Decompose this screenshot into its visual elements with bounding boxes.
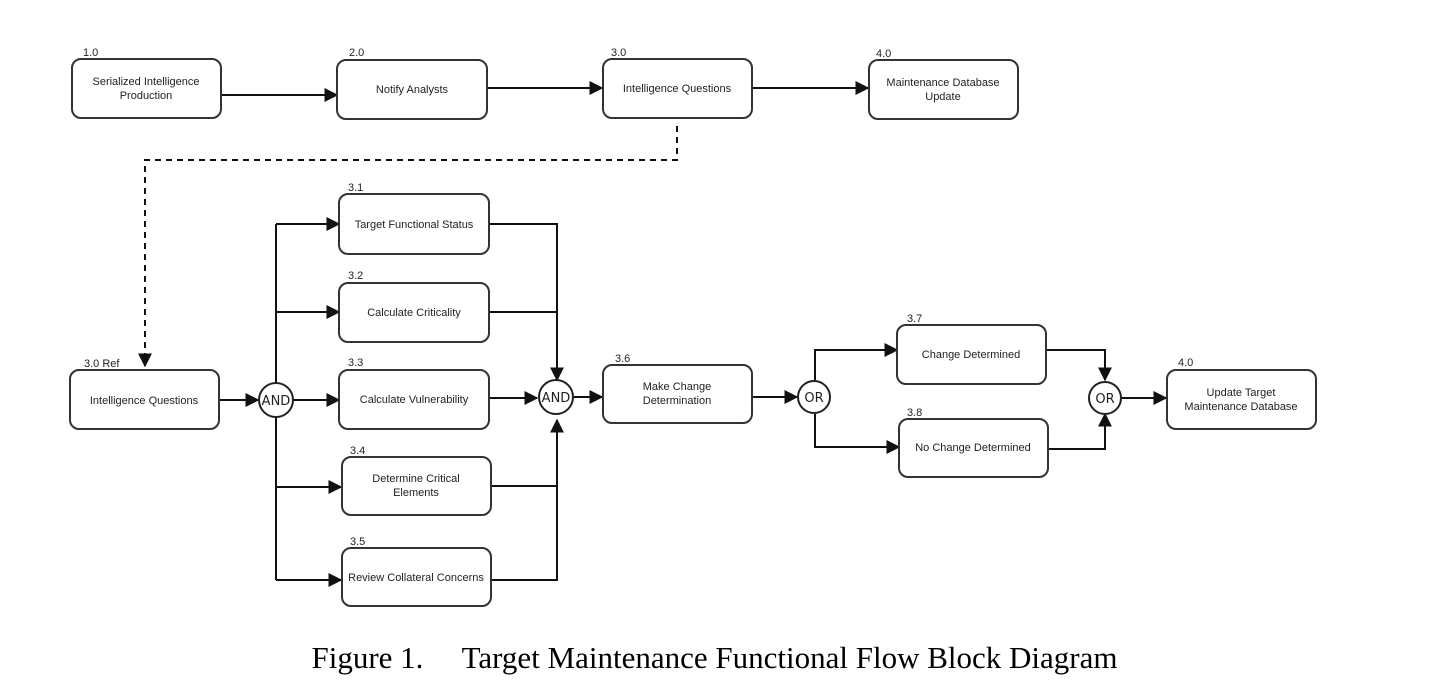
block-number: 3.2 xyxy=(348,270,363,282)
figure-label: Figure 1. xyxy=(311,640,424,675)
block-label-line: Update Target xyxy=(1207,387,1276,399)
block-label-line: Notify Analysts xyxy=(376,84,449,96)
block-3-0: 3.0 Intelligence Questions xyxy=(602,47,753,119)
block-4-0-top: 4.0 Maintenance Database Update xyxy=(868,48,1019,120)
block-number: 4.0 xyxy=(876,48,891,60)
gate-label: AND xyxy=(262,394,291,409)
and-join-gate: AND xyxy=(538,379,574,415)
block-label-line: Determination xyxy=(643,395,711,407)
branch-to-3-8 xyxy=(814,414,901,454)
block-number: 3.8 xyxy=(907,407,922,419)
block-label-line: Serialized Intelligence xyxy=(92,76,199,88)
or-join-gate: OR xyxy=(1088,381,1122,415)
block-label-line: Target Functional Status xyxy=(355,219,474,231)
block-3-6: 3.6 Make Change Determination xyxy=(602,353,753,424)
merge-from-3-5 xyxy=(491,418,564,581)
block-number: 4.0 xyxy=(1178,357,1193,369)
block-1-0: 1.0 Serialized Intelligence Production xyxy=(71,47,222,119)
block-label-line: Production xyxy=(120,90,173,102)
block-number: 3.0 Ref xyxy=(84,358,120,370)
block-3-2: 3.2 Calculate Criticality xyxy=(338,270,490,343)
merge-from-3-8 xyxy=(1048,412,1112,450)
merge-from-3-7 xyxy=(1046,349,1112,382)
or-split-gate: OR xyxy=(797,380,831,414)
block-label-line: Make Change xyxy=(643,381,712,393)
block-label-line: Elements xyxy=(393,487,439,499)
branch-to-3-7 xyxy=(814,343,899,380)
block-3-5: 3.5 Review Collateral Concerns xyxy=(341,536,492,607)
merge-from-3-1 xyxy=(489,223,564,382)
block-3-1: 3.1 Target Functional Status xyxy=(338,182,490,255)
block-label-line: Update xyxy=(925,91,960,103)
block-label-line: Calculate Criticality xyxy=(367,307,461,319)
block-label-line: Determine Critical xyxy=(372,473,459,485)
block-number: 3.4 xyxy=(350,445,365,457)
flow-diagram: 1.0 Serialized Intelligence Production 2… xyxy=(69,47,1317,607)
gate-label: OR xyxy=(1095,392,1114,407)
reference-dashed-arrow xyxy=(138,126,678,368)
block-4-0-final: 4.0 Update Target Maintenance Database xyxy=(1166,357,1317,430)
block-label-line: Maintenance Database xyxy=(1184,401,1297,413)
block-number: 3.3 xyxy=(348,357,363,369)
block-3-0-ref: 3.0 Ref Intelligence Questions xyxy=(69,358,220,430)
block-label-line: Change Determined xyxy=(922,349,1020,361)
gate-label: OR xyxy=(804,391,823,406)
block-label-line: Intelligence Questions xyxy=(623,83,732,95)
block-3-3: 3.3 Calculate Vulnerability xyxy=(338,357,490,430)
gate-label: AND xyxy=(542,391,571,406)
block-number: 3.6 xyxy=(615,353,630,365)
block-label-line: Review Collateral Concerns xyxy=(348,572,484,584)
block-number: 2.0 xyxy=(349,47,364,59)
block-number: 3.1 xyxy=(348,182,363,194)
block-number: 3.7 xyxy=(907,313,922,325)
block-number: 3.0 xyxy=(611,47,626,59)
block-3-7: 3.7 Change Determined xyxy=(896,313,1047,385)
block-label-line: Calculate Vulnerability xyxy=(360,394,469,406)
and-split-gate: AND xyxy=(258,382,294,418)
figure-title: Target Maintenance Functional Flow Block… xyxy=(461,640,1118,675)
block-3-8: 3.8 No Change Determined xyxy=(898,407,1049,478)
block-2-0: 2.0 Notify Analysts xyxy=(336,47,488,120)
figure-caption: Figure 1. Target Maintenance Functional … xyxy=(0,640,1429,676)
block-label-line: Intelligence Questions xyxy=(90,395,199,407)
block-label-line: No Change Determined xyxy=(915,442,1031,454)
block-label-line: Maintenance Database xyxy=(886,77,999,89)
block-3-4: 3.4 Determine Critical Elements xyxy=(341,445,492,516)
block-number: 1.0 xyxy=(83,47,98,59)
block-number: 3.5 xyxy=(350,536,365,548)
